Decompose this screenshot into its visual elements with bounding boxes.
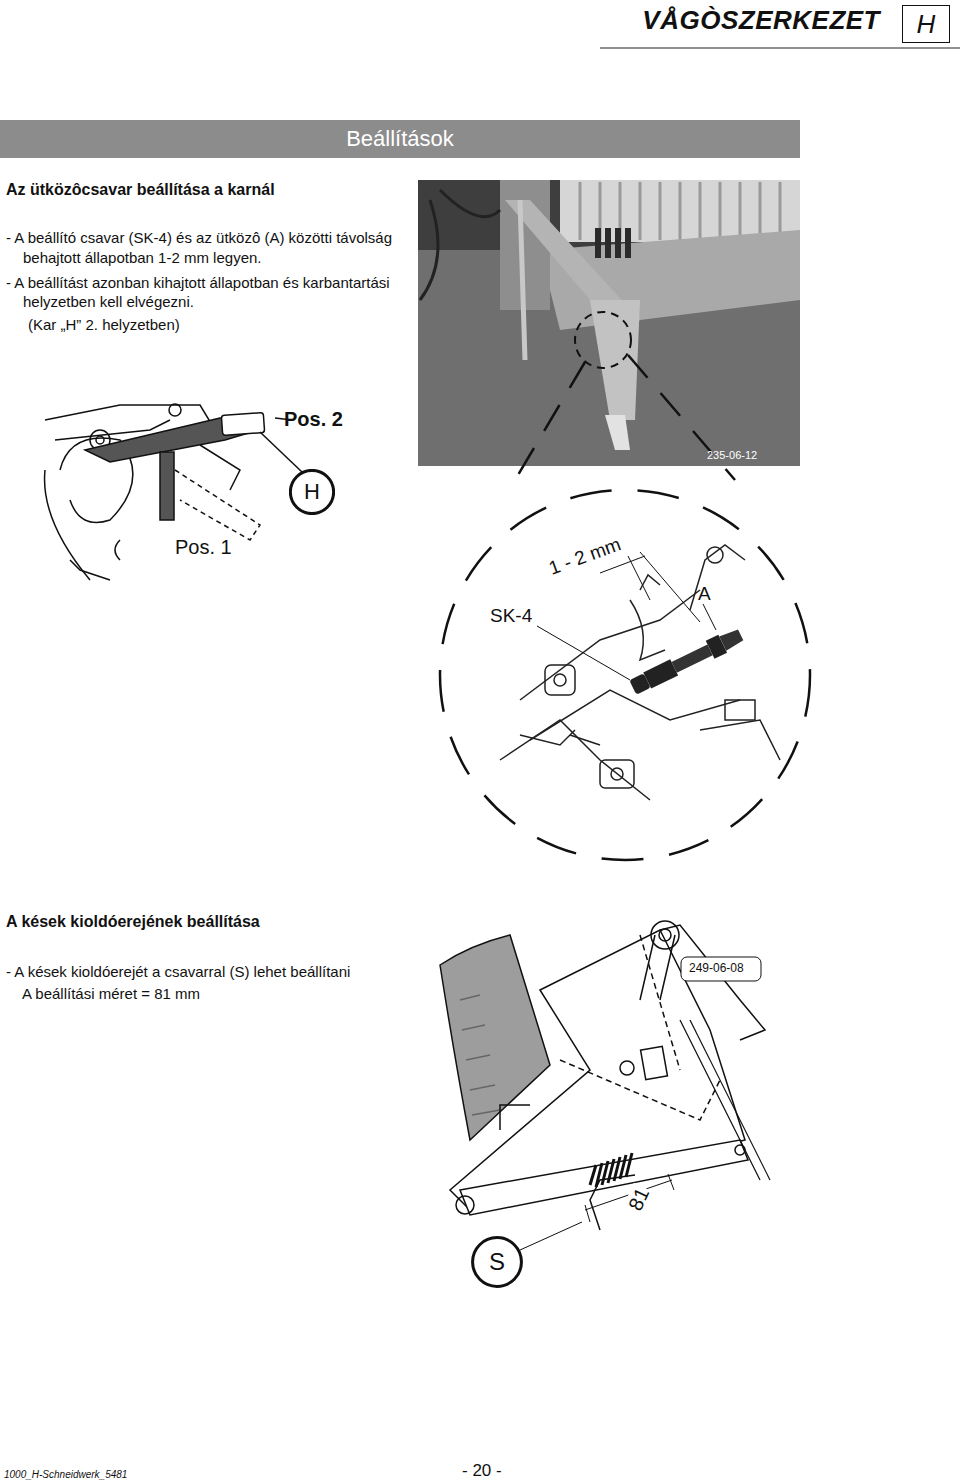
instruction-text: - A beállító csavar (SK-4) és az ütközô … (6, 228, 406, 266)
detail-link-lines (515, 355, 735, 480)
adjusting-bolt (628, 626, 745, 697)
node-text: S (489, 1248, 505, 1276)
figure-number-box (681, 957, 761, 981)
instruction-text: - A beállítást azonban kihajtott állapot… (6, 273, 406, 311)
header-rule (600, 48, 960, 49)
text-column: Az ütközôcsavar beállítása a karnál - A b… (6, 180, 406, 334)
part-label: A (698, 584, 711, 605)
knife-release-drawing (440, 921, 770, 1230)
detail-circle (440, 490, 810, 860)
figure-number: 235-06-12 (707, 449, 757, 461)
figure-number: 249-06-08 (689, 962, 744, 975)
footer-code: 1000_H-Schneidwerk_5481 (4, 1469, 127, 1480)
position-label: Pos. 1 (175, 536, 232, 558)
page-title: VÅGÒSZERKEZET (642, 6, 880, 35)
node-text: H (917, 9, 936, 40)
lever-callout-circle: H (289, 469, 335, 515)
position-label: Pos. 2 (284, 408, 343, 430)
dimension-81 (520, 1174, 674, 1250)
screw-callout-circle: S (471, 1236, 523, 1288)
instruction-text: - A kések kioldóerejét a csavarral (S) l… (6, 962, 426, 981)
instruction-text: A beállítási méret = 81 mm (6, 984, 426, 1003)
section-heading: Az ütközôcsavar beállítása a karnál (6, 180, 406, 200)
section-letter-box: H (902, 5, 950, 43)
section-heading: A kések kioldóerejének beállítása (6, 912, 426, 932)
release-spring (590, 1153, 632, 1187)
page-number: - 20 - (462, 1462, 502, 1481)
section-band: Beállítások (0, 120, 800, 158)
node-text: H (304, 479, 320, 505)
instruction-text: (Kar „H” 2. helyzetben) (6, 315, 406, 334)
text-column: A kések kioldóerejének beállítása - A kés… (6, 912, 426, 1003)
detail-mechanism (500, 545, 780, 800)
machine-photo (418, 180, 800, 466)
node-text: Beállítások (346, 126, 454, 152)
part-label: SK-4 (490, 606, 532, 627)
dimension-label: 1 - 2 mm (544, 534, 625, 581)
lever-drawing (45, 404, 302, 580)
